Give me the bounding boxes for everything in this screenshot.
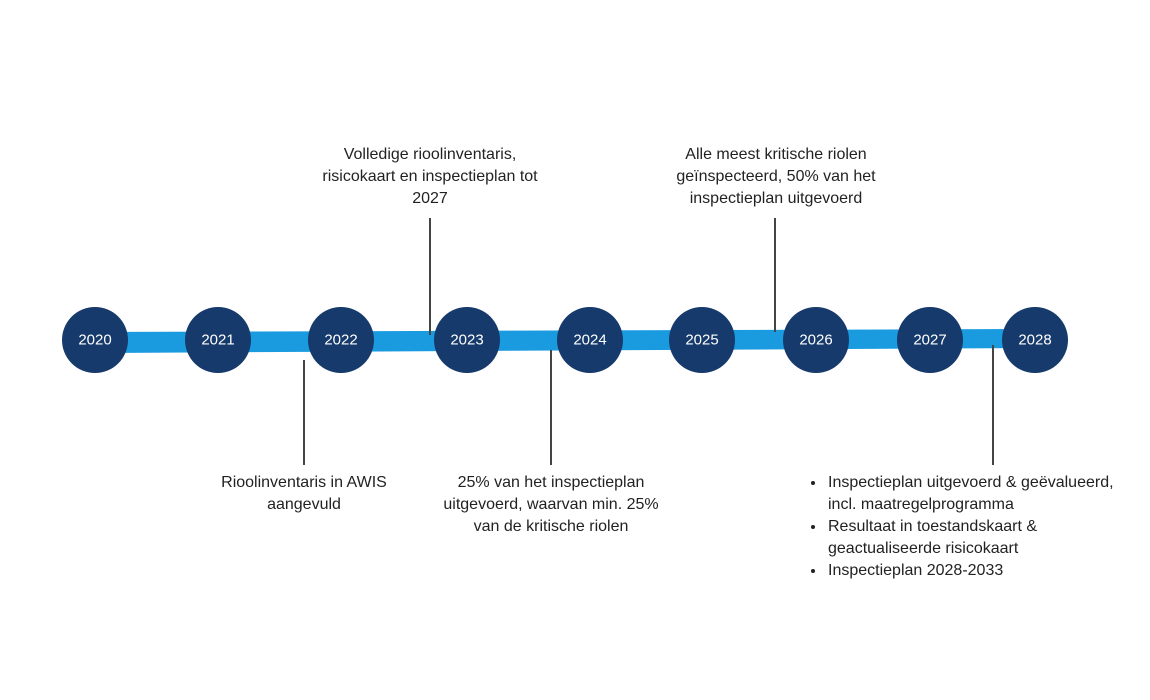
year-label: 2027 (913, 332, 946, 349)
year-node-2028: 2028 (1002, 307, 1068, 373)
year-node-2024: 2024 (557, 307, 623, 373)
milestone-2025-text: Alle meest kritische riolen geïnspecteer… (676, 146, 876, 207)
milestone-2022-text: Volledige rioolinventaris, risicokaart e… (322, 146, 538, 207)
year-node-circle (308, 307, 374, 373)
milestone-2028-item: Inspectieplan uitgevoerd & geëvalueerd, … (826, 472, 1146, 516)
milestone-2028-list: Inspectieplan uitgevoerd & geëvalueerd, … (808, 472, 1146, 582)
year-label: 2026 (799, 332, 832, 349)
year-node-2026: 2026 (783, 307, 849, 373)
year-label: 2023 (450, 332, 483, 349)
year-label: 2020 (78, 332, 111, 349)
year-node-2027: 2027 (897, 307, 963, 373)
year-node-circle (62, 307, 128, 373)
year-node-2025: 2025 (669, 307, 735, 373)
year-node-2023: 2023 (434, 307, 500, 373)
year-node-2020: 2020 (62, 307, 128, 373)
year-label: 2024 (573, 332, 606, 349)
milestone-2024-text: 25% van het inspectieplan uitgevoerd, wa… (443, 474, 659, 535)
year-node-2021: 2021 (185, 307, 251, 373)
year-node-circle (185, 307, 251, 373)
milestone-2028-item: Resultaat in toestandskaart & geactualis… (826, 516, 1146, 560)
year-node-2022: 2022 (308, 307, 374, 373)
year-node-circle (783, 307, 849, 373)
year-node-circle (669, 307, 735, 373)
year-label: 2028 (1018, 332, 1051, 349)
year-node-circle (434, 307, 500, 373)
year-node-circle (1002, 307, 1068, 373)
year-label: 2021 (201, 332, 234, 349)
milestone-2028-item: Inspectieplan 2028-2033 (826, 560, 1146, 582)
year-label: 2022 (324, 332, 357, 349)
year-node-circle (557, 307, 623, 373)
year-node-circle (897, 307, 963, 373)
year-label: 2025 (685, 332, 718, 349)
milestone-2021-text: Rioolinventaris in AWIS aangevuld (221, 474, 387, 513)
